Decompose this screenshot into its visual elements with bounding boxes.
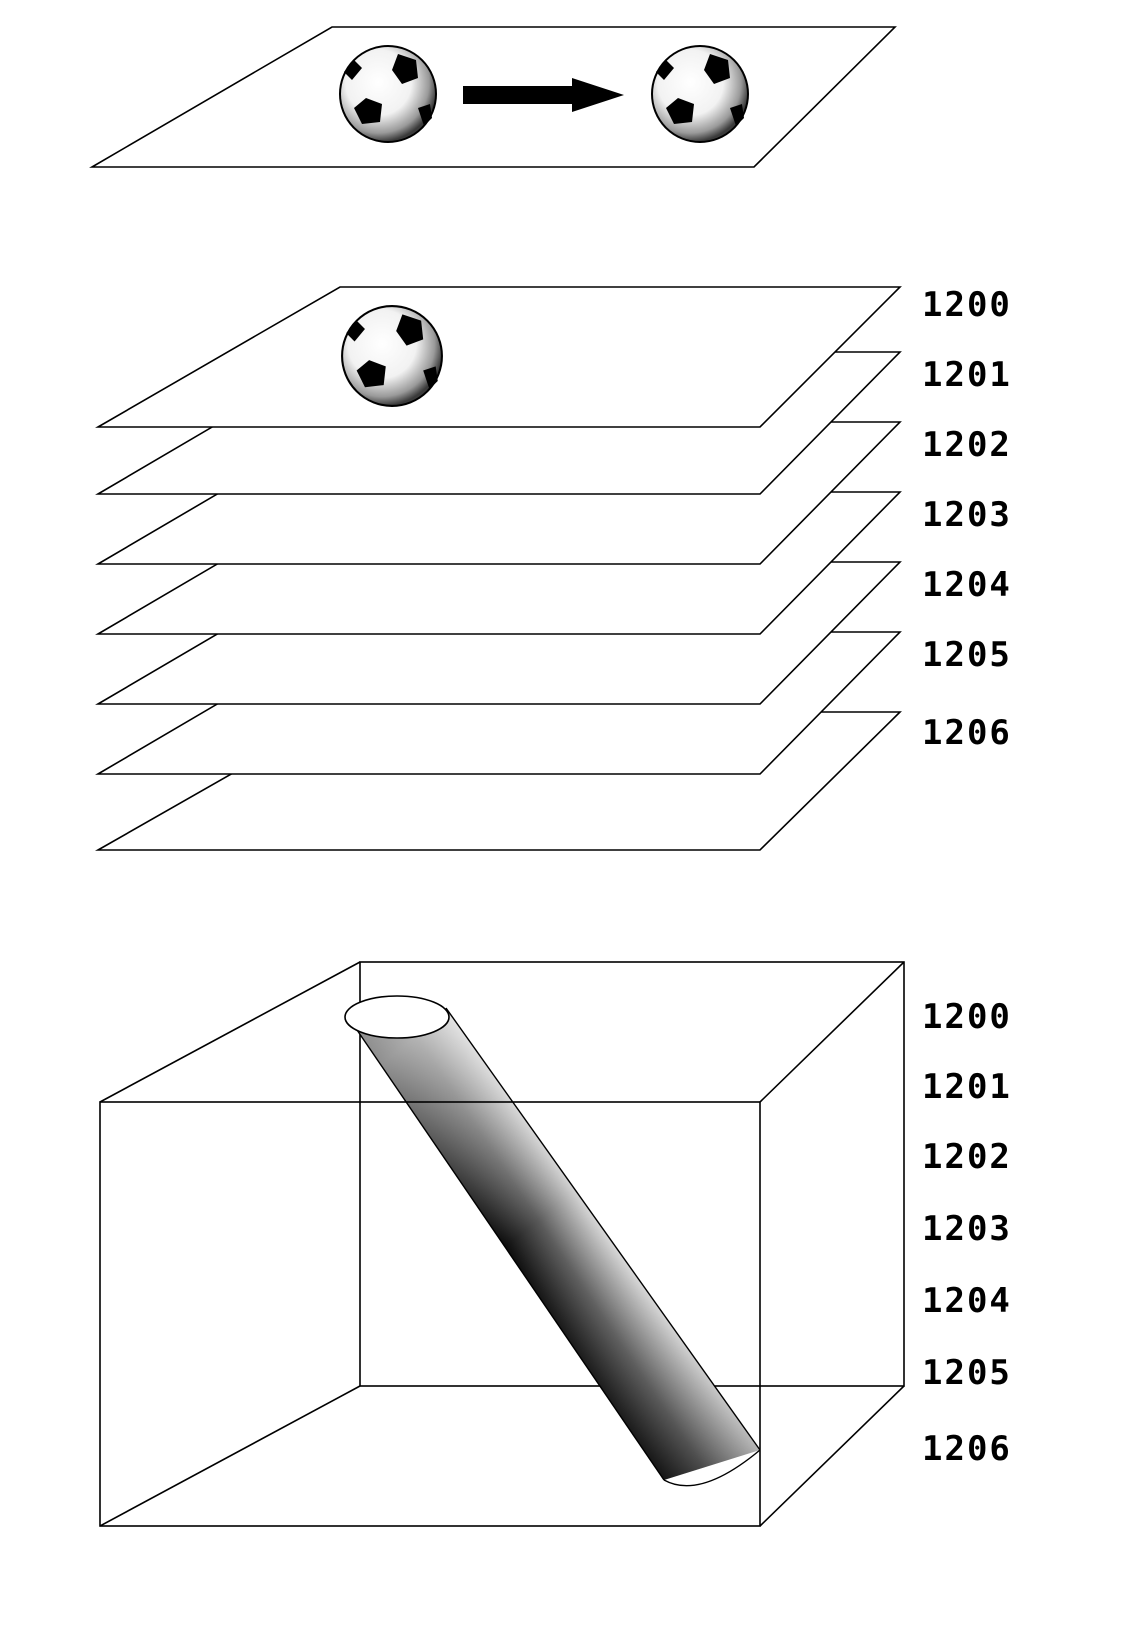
top-panel xyxy=(89,26,897,168)
frame-label: 1206 xyxy=(922,713,1012,753)
right-arrow-icon xyxy=(463,78,624,112)
middle-frame-labels: 1200 1201 1202 1203 1204 1205 1206 xyxy=(922,285,1012,753)
bottom-frame-labels: 1200 1201 1202 1203 1204 1205 1206 xyxy=(922,997,1012,1469)
soccer-ball-icon xyxy=(651,45,749,143)
box-back-edges xyxy=(99,961,905,1527)
middle-panel: 1200 1201 1202 1203 1204 1205 1206 xyxy=(94,285,1012,851)
soccer-ball-icon xyxy=(339,45,437,143)
frame-label: 1200 xyxy=(922,997,1012,1037)
soccer-ball-icon xyxy=(341,305,443,407)
frame-label: 1201 xyxy=(922,355,1012,395)
bottom-panel: 1200 1201 1202 1203 1204 1205 1206 xyxy=(99,961,1012,1527)
frame-label: 1203 xyxy=(922,1209,1012,1249)
frame-label: 1202 xyxy=(922,1137,1012,1177)
frame-label: 1204 xyxy=(922,1281,1012,1321)
frame-label: 1205 xyxy=(922,635,1012,675)
frame-label: 1205 xyxy=(922,1353,1012,1393)
frame-label: 1201 xyxy=(922,1067,1012,1107)
frame-label: 1203 xyxy=(922,495,1012,535)
frame-label: 1202 xyxy=(922,425,1012,465)
frame-label: 1204 xyxy=(922,565,1012,605)
frame-plane-top xyxy=(95,286,902,428)
box-front-face xyxy=(99,1101,761,1527)
frame-label: 1200 xyxy=(922,285,1012,325)
tube-top-cap xyxy=(344,995,450,1039)
frame-label: 1206 xyxy=(922,1429,1012,1469)
trajectory-tube-icon xyxy=(344,995,761,1487)
